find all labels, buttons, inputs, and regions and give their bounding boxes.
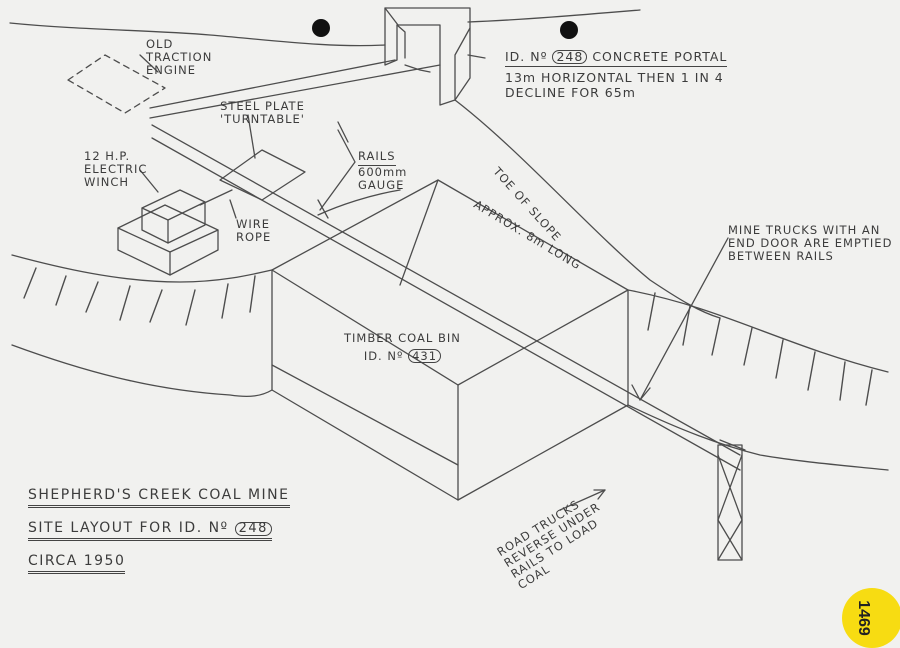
ground-hatch-left <box>23 267 256 326</box>
turntable-label: STEEL PLATE 'TURNTABLE' <box>220 99 305 126</box>
winch-leader <box>139 169 159 193</box>
coal-bin-label: TIMBER COAL BIN ID. Nº 431 <box>344 331 461 363</box>
rails-leader <box>319 129 356 211</box>
punch-hole-left <box>312 19 330 37</box>
turntable-plate <box>219 149 306 201</box>
title-id-badge: 248 <box>234 522 272 536</box>
traction-engine-leader <box>139 54 159 73</box>
coal-bin-id-badge: 431 <box>408 349 442 363</box>
title-line-2: SITE LAYOUT FOR ID. Nº 248 <box>28 520 272 541</box>
rails-label: RAILS 600mm GAUGE <box>358 149 408 192</box>
trestle <box>717 439 746 561</box>
winch-block <box>117 189 219 276</box>
mine-trucks-leader <box>639 237 729 401</box>
title-line-3: CIRCA 1950 <box>28 553 126 574</box>
title-line-1: SHEPHERD'S CREEK COAL MINE <box>28 487 290 508</box>
hill-outline <box>9 22 386 47</box>
portal-id-badge: 248 <box>552 50 588 64</box>
archive-number-sticker: 1469 <box>842 588 900 648</box>
portal-label: ID. Nº 248 CONCRETE PORTAL 13m HORIZONTA… <box>505 49 728 100</box>
hill-outline-right <box>467 9 641 23</box>
mine-trucks-label: MINE TRUCKS WITH AN END DOOR ARE EMPTIED… <box>728 223 893 263</box>
wire-rope-label: WIRE ROPE <box>236 217 272 244</box>
turntable-leader <box>247 114 256 159</box>
rails <box>149 59 741 471</box>
ground-line-left <box>11 254 273 283</box>
ground-hatch-right <box>647 292 873 406</box>
road-trucks-arrow <box>559 489 606 511</box>
ground-line-right <box>627 289 889 373</box>
traction-engine-label: OLD TRACTION ENGINE <box>146 37 213 77</box>
traction-engine-outline <box>67 54 166 114</box>
lower-ground-left <box>11 344 273 397</box>
wire-rope-leader <box>229 199 237 219</box>
bin-gauge-leader <box>317 189 401 216</box>
punch-hole-right <box>560 21 578 39</box>
title-block: SHEPHERD'S CREEK COAL MINE SITE LAYOUT F… <box>28 487 290 574</box>
drawing-sheet: OLD TRACTION ENGINE STEEL PLATE 'TURNTAB… <box>9 7 900 648</box>
pencil-linework <box>9 7 889 561</box>
winch-label: 12 H.P. ELECTRIC WINCH <box>84 149 148 189</box>
concrete-portal <box>384 7 471 106</box>
lower-ground-right <box>627 404 889 471</box>
wire-rope-line <box>199 189 233 206</box>
portal-leader <box>467 54 486 59</box>
